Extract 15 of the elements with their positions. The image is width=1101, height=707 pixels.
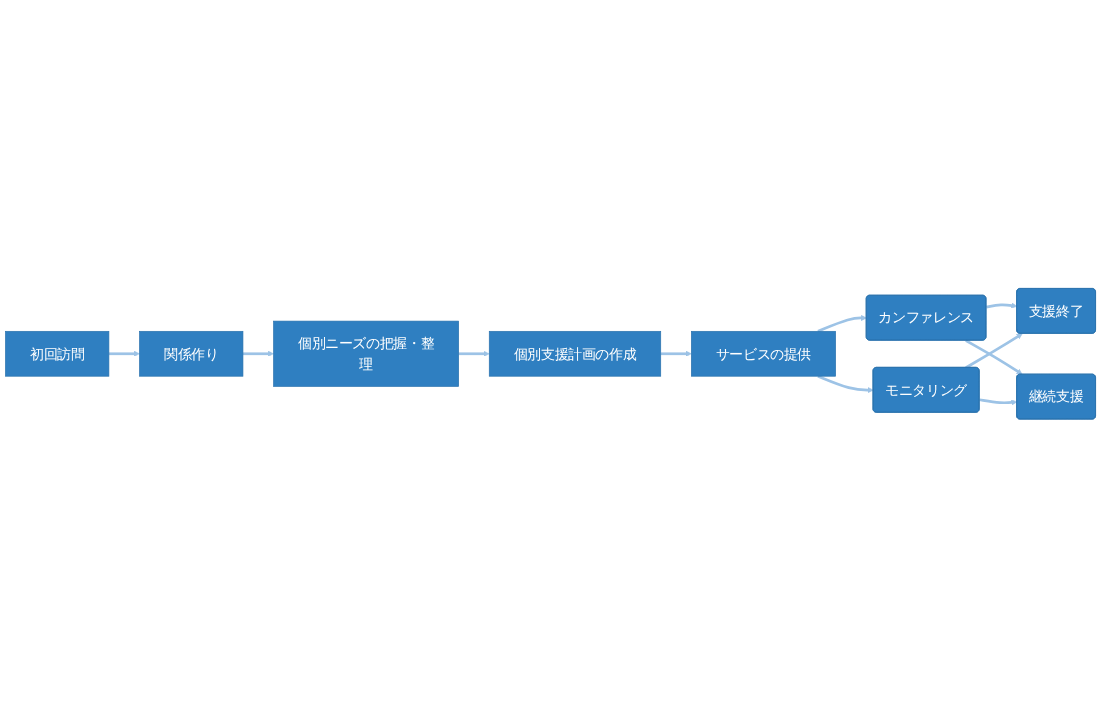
- arrow: [965, 339, 1023, 375]
- arrow: [986, 302, 1018, 309]
- node-box: 関係作り: [139, 330, 244, 377]
- arrow: [660, 350, 692, 357]
- arrow: [817, 374, 874, 393]
- arrow: [979, 398, 1018, 406]
- node-box: サービスの提供: [691, 330, 836, 377]
- arrow: [817, 314, 867, 333]
- arrow: [242, 350, 274, 357]
- arrow: [458, 350, 490, 357]
- node-box: 個別ニーズの把握・整理: [273, 320, 459, 387]
- arrow: [108, 350, 140, 357]
- arrow: [965, 333, 1023, 369]
- node-box: 初回訪問: [5, 330, 110, 377]
- node-box: 個別支援計画の作成: [488, 330, 662, 377]
